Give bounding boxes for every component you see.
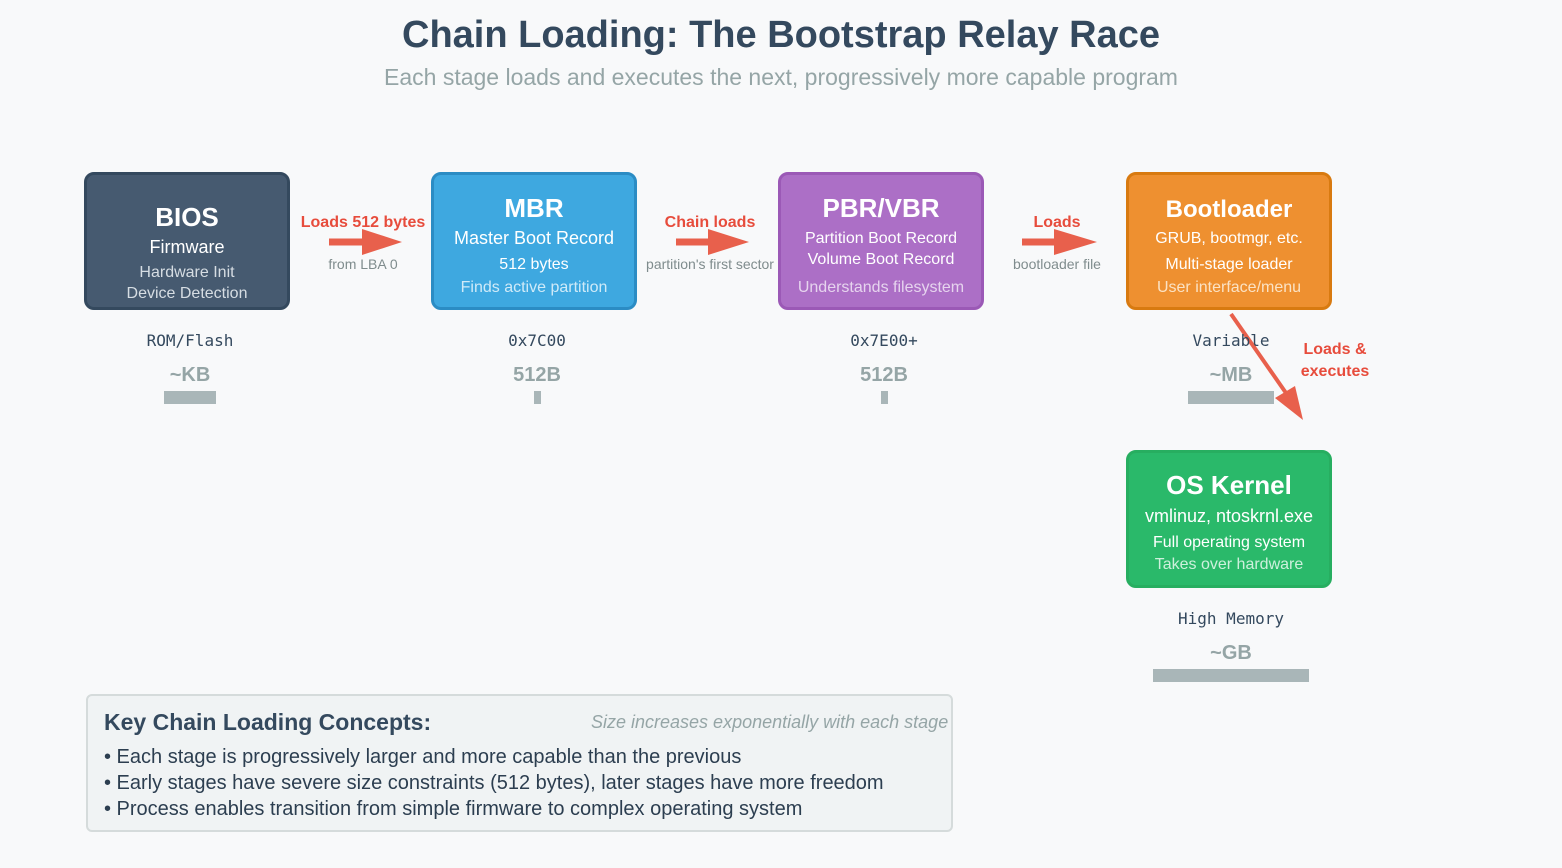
stage-bios-line1: Firmware <box>149 237 225 257</box>
diagram-title: Chain Loading: The Bootstrap Relay Race <box>402 14 1160 56</box>
stage-bootloader: Bootloader GRUB, bootmgr, etc. Multi-sta… <box>1126 172 1332 310</box>
stage-mbr-memory: 0x7C00 <box>508 331 566 350</box>
stage-pbr-vbr-size: 512B <box>860 364 908 386</box>
stage-bootloader-size-bar <box>1188 391 1274 404</box>
arrow-bootloader-to-kernel <box>1229 312 1303 420</box>
arrow-note-partition-first-sector: partition's first sector <box>646 256 774 272</box>
arrow-label-loads-and: Loads & <box>1303 341 1367 358</box>
arrow-note-from-lba-0: from LBA 0 <box>328 256 398 272</box>
stage-bootloader-memory: Variable <box>1192 331 1270 350</box>
stage-pbr-vbr-size-bar <box>881 391 888 404</box>
stage-pbr-vbr-line1: Partition Boot Record <box>804 230 958 247</box>
stage-bootloader-size: ~MB <box>1209 364 1253 386</box>
arrow-pbr-to-bootloader <box>1022 229 1097 255</box>
stage-bios-size: ~KB <box>169 364 211 386</box>
stage-mbr-size-bar <box>534 391 541 404</box>
stage-bootloader-line2: Multi-stage loader <box>1165 256 1293 273</box>
stage-mbr-line1: Master Boot Record <box>453 228 615 248</box>
stage-pbr-vbr-memory: 0x7E00+ <box>850 331 918 350</box>
stage-bootloader-name: Bootloader <box>1165 196 1293 223</box>
stage-bios-size-bar <box>164 391 216 404</box>
diagram-subtitle: Each stage loads and executes the next, … <box>384 64 1178 90</box>
arrow-label-loads: Loads <box>1033 214 1081 231</box>
stage-os-kernel-line2: Full operating system <box>1152 534 1306 551</box>
concepts-title: Key Chain Loading Concepts: <box>104 709 432 735</box>
concepts-item-2: • Early stages have severe size constrai… <box>104 772 884 794</box>
stage-mbr-line3: Finds active partition <box>460 279 608 296</box>
stage-bios-memory: ROM/Flash <box>146 331 234 350</box>
stage-pbr-vbr-line3: Understands filesystem <box>797 279 965 296</box>
stage-bios-name: BIOS <box>155 202 219 232</box>
stage-os-kernel-size-bar <box>1153 669 1309 682</box>
stage-mbr-line2: 512 bytes <box>499 256 569 273</box>
concepts-item-3: • Process enables transition from simple… <box>104 798 803 820</box>
stage-os-kernel-line1: vmlinuz, ntoskrnl.exe <box>1144 506 1314 526</box>
arrow-label-chain-loads: Chain loads <box>664 214 756 231</box>
stage-os-kernel-size: ~GB <box>1210 642 1252 664</box>
stage-pbr-vbr-line2: Volume Boot Record <box>807 251 955 268</box>
stage-pbr-vbr: PBR/VBR Partition Boot Record Volume Boo… <box>778 172 984 310</box>
stage-mbr-size: 512B <box>513 364 561 386</box>
size-footnote: Size increases exponentially with each s… <box>591 712 949 732</box>
stage-bootloader-line1: GRUB, bootmgr, etc. <box>1155 230 1303 247</box>
stage-os-kernel-name: OS Kernel <box>1166 470 1292 500</box>
stage-mbr-name: MBR <box>504 193 564 223</box>
stage-bios: BIOS Firmware Hardware Init Device Detec… <box>84 172 290 310</box>
arrow-note-bootloader-file: bootloader file <box>1013 256 1101 272</box>
stage-mbr: MBR Master Boot Record 512 bytes Finds a… <box>431 172 637 310</box>
concepts-item-1: • Each stage is progressively larger and… <box>104 746 742 768</box>
arrow-label-loads-512-bytes: Loads 512 bytes <box>300 214 426 231</box>
stage-pbr-vbr-name: PBR/VBR <box>822 193 940 223</box>
arrow-mbr-to-pbr <box>676 229 749 255</box>
stage-os-kernel: OS Kernel vmlinuz, ntoskrnl.exe Full ope… <box>1126 450 1332 588</box>
stage-bios-line3: Device Detection <box>126 285 248 302</box>
stage-bios-line2: Hardware Init <box>139 264 235 281</box>
arrow-bios-to-mbr <box>329 229 402 255</box>
stage-os-kernel-line3: Takes over hardware <box>1154 556 1304 573</box>
stage-bootloader-line3: User interface/menu <box>1156 279 1302 296</box>
concepts-box: Key Chain Loading Concepts: • Each stage… <box>86 694 953 832</box>
arrow-label-executes: executes <box>1300 363 1370 380</box>
stage-os-kernel-memory: High Memory <box>1178 609 1284 628</box>
